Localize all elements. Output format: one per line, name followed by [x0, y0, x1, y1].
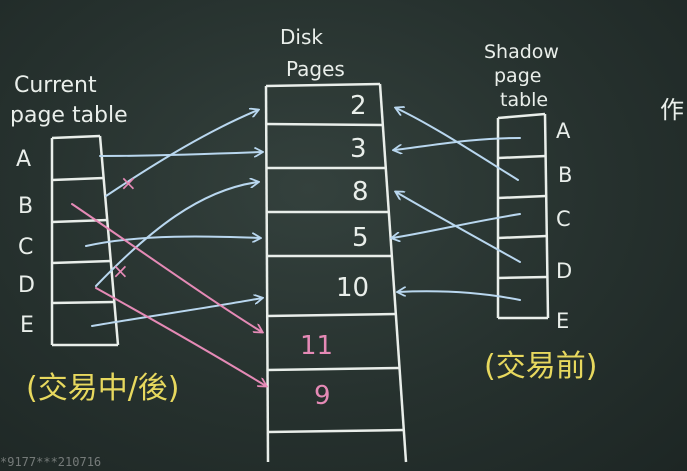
arrow-current-a-to-page-3 — [99, 152, 262, 156]
arrow-shadow-d-to-page-8 — [396, 192, 521, 263]
current-row-label-d: D — [18, 273, 35, 298]
disk-page-2: 2 — [350, 91, 367, 121]
arrow-current-c-to-page-5 — [85, 236, 260, 247]
arrow-current-e-to-page-10 — [91, 298, 262, 327]
disk-page-8: 8 — [352, 177, 369, 207]
current-pointers — [85, 110, 262, 327]
arrow-shadow-e-to-page-10 — [398, 291, 521, 301]
shadow-pointers — [392, 108, 521, 301]
disk-page-9: 9 — [314, 381, 331, 411]
disk-title-line2: Pages — [286, 57, 345, 81]
shadow-row-label-d: D — [556, 259, 572, 283]
current-row-label-b: B — [18, 194, 33, 219]
edge-glyph: 作 — [660, 96, 684, 124]
current-caption: (交易中/後) — [26, 371, 180, 406]
new-pointers — [71, 203, 266, 386]
current-row-label-c: C — [18, 235, 33, 260]
arrow-current-b-to-page-11 — [71, 203, 262, 332]
current-row-label-e: E — [20, 313, 34, 338]
watermark: *9177***210716 — [0, 455, 102, 469]
shadow-title-line2: page — [494, 65, 541, 87]
shadow-row-label-a: A — [556, 119, 571, 143]
disk-page-3: 3 — [350, 134, 367, 164]
disk-title-line1: Disk — [280, 25, 323, 49]
shadow-title-line3: table — [500, 89, 548, 111]
arrow-current-d-to-page-9 — [95, 287, 266, 386]
arrow-shadow-b-to-page-2 — [396, 108, 519, 181]
disk-page-10: 10 — [336, 273, 369, 303]
current-row-label-a: A — [16, 147, 31, 172]
shadow-row-label-e: E — [556, 309, 569, 333]
arrow-current-b-to-page-2 — [105, 110, 258, 197]
disk-page-5: 5 — [352, 223, 369, 253]
current-page-table — [50, 134, 120, 347]
arrow-current-d-to-page-8 — [95, 182, 258, 287]
current-title-line1: Current — [14, 73, 97, 98]
shadow-caption: (交易前) — [484, 349, 597, 384]
arrow-shadow-a-to-page-3 — [394, 137, 521, 150]
arrow-shadow-c-to-page-5 — [392, 213, 521, 238]
shadow-row-label-c: C — [556, 207, 571, 231]
current-title-line2: page table — [10, 103, 128, 128]
disk-pages-column — [264, 82, 408, 463]
cross-mark-d: × — [112, 259, 129, 283]
disk-page-11: 11 — [300, 331, 333, 361]
shadow-row-label-b: B — [558, 163, 572, 187]
cross-mark-b: × — [120, 171, 137, 195]
shadow-title-line1: Shadow — [484, 41, 559, 63]
